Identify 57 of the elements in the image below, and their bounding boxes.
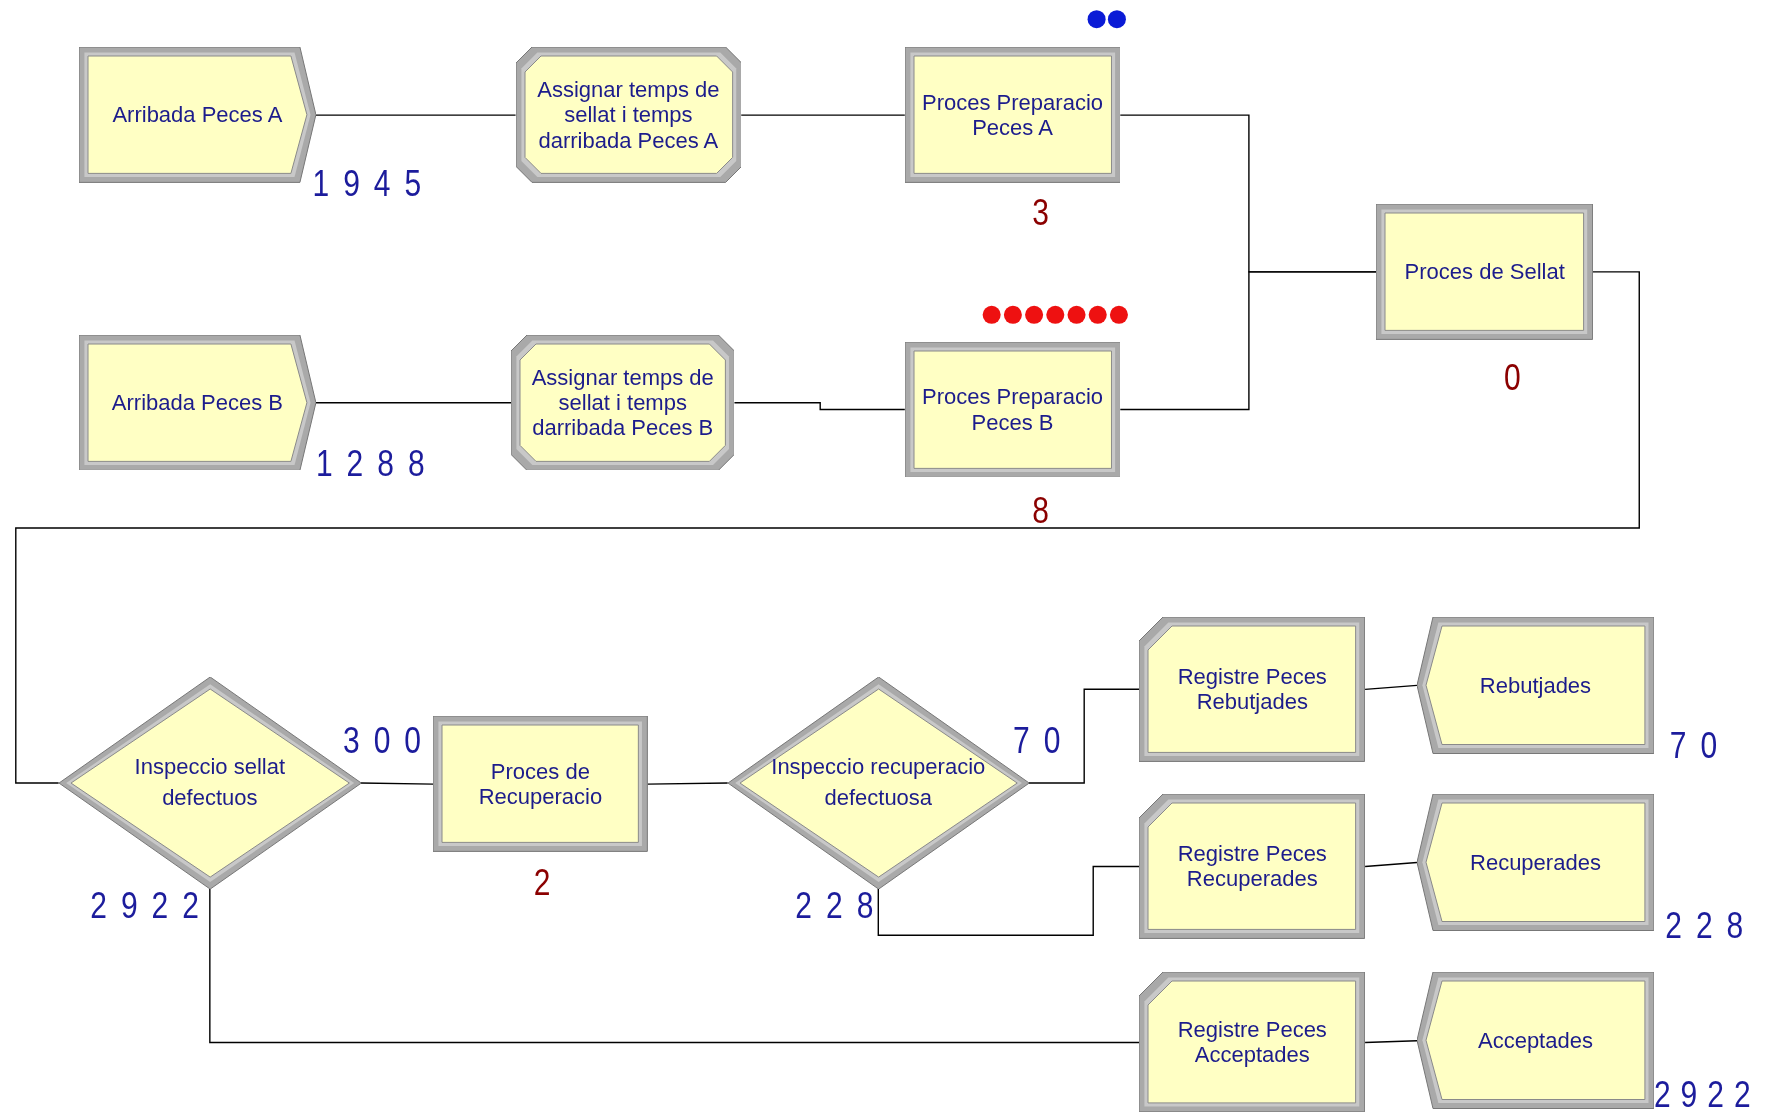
counter-value: 70 [1669,726,1732,765]
node-label: Arribada Peces A [111,101,284,130]
node-label: Registre Peces Acceptades [1176,1016,1328,1070]
node-label: Rebutjades [1478,671,1593,700]
connector-line [1028,688,1141,784]
node-label: Proces Preparacio Peces B [921,383,1104,437]
counter-value: 8 [1032,491,1049,530]
node-label: Proces Preparacio Peces A [921,88,1104,143]
node-label: Proces de Sellat [1403,258,1566,287]
assign-module-shape [511,335,735,471]
create-module-shape [78,47,316,183]
counter-value: 2922 [1653,1076,1761,1114]
connector-line [315,114,517,116]
process-box [904,341,1121,478]
assign-module-shape [515,47,742,183]
connector-line [646,782,729,785]
node-label: Assignar temps de sellat i temps darribada Peces B [530,363,715,443]
connector-line [1119,271,1378,411]
counter-value: 2 [533,864,551,902]
record-module-shape [1139,794,1366,939]
connector-line [1364,684,1418,691]
counter-value: 300 [342,722,436,760]
connector-line [1364,1040,1418,1044]
node-label: Acceptades [1476,1027,1594,1056]
dispose-module-shape [1417,617,1654,754]
dispose-module-shape [1417,972,1654,1109]
node-label: Assignar temps de sellat i temps darribada Peces A [536,76,721,155]
node-label: Recuperades [1469,848,1602,877]
connector-line [360,782,434,785]
node-label: Inspeccio sellat defectuos [133,753,287,812]
dispose-module-shape [1417,794,1654,931]
counter-value: 70 [1013,722,1075,760]
process-box [904,47,1121,183]
node-label: Registre Peces Rebutjades [1176,663,1328,717]
node-label: Proces de Recuperacio [477,757,604,812]
node-label: Registre Peces Recuperades [1176,840,1328,894]
process-box [433,716,648,852]
counter-value: 228 [1665,907,1758,945]
record-module-shape [1139,617,1366,762]
counter-value: 228 [795,886,888,925]
process-box [1376,204,1593,340]
counter-value: 3 [1032,194,1049,232]
counter-value: 0 [1503,358,1521,397]
connector-line [877,865,1141,936]
counter-value: 2922 [90,886,213,925]
connector-line [1364,861,1418,868]
record-module-shape [1139,972,1366,1113]
counter-value: 1945 [312,164,436,203]
node-label: Arribada Peces B [110,389,284,418]
create-module-shape [78,335,316,471]
connector-line [740,114,906,116]
connector-line [15,271,1640,784]
connector-line [733,402,906,411]
node-label: Inspeccio recuperacio defectuosa [770,753,987,812]
counter-value: 1288 [315,444,439,482]
connector-line [209,888,1141,1044]
connector-line [315,402,512,404]
